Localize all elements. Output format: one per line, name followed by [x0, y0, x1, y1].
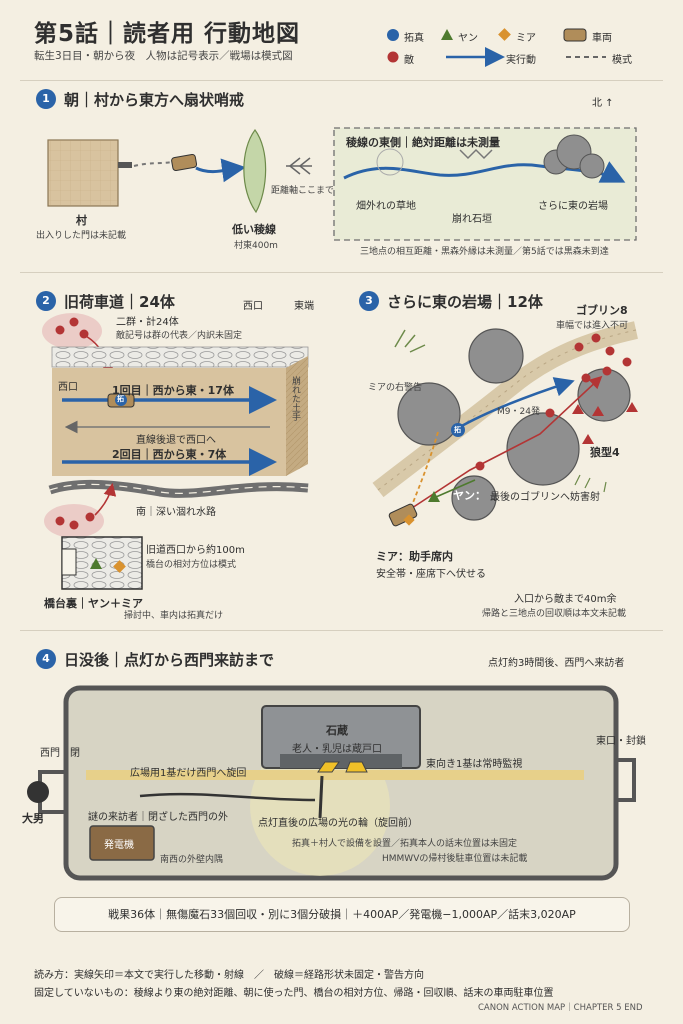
light-ring-label: 点灯直後の広場の光の輪（旋回前） — [258, 818, 418, 829]
legend-mia: ミア — [516, 33, 536, 44]
bridge-distance-note: 旧道西口から約100m — [146, 545, 245, 556]
mia-label: ミア：助手席内 — [376, 550, 453, 563]
legend-schematic: 模式 — [612, 55, 632, 66]
bridge-label: 橋台裏｜ヤン＋ミア — [44, 597, 143, 610]
north-indicator: 北 ↑ — [592, 98, 614, 109]
west-gate-label: 西門 閉 — [40, 748, 80, 759]
east-gate-label: 東口・封鎖 — [596, 736, 646, 747]
section-3-footnote-2: 帰路と三地点の回収順は本文未記載 — [482, 609, 627, 619]
page-title: 第5話｜読者用 行動地図 — [34, 21, 301, 47]
storehouse-note: 老人・乳児は蔵戸口 — [292, 744, 382, 755]
bridge-sub-note: 掃討中、車内は拓真だけ — [124, 611, 224, 621]
canal-label: 南｜深い涸れ水路 — [136, 507, 216, 518]
enemy-group-note: 敵記号は群の代表／内訳未固定 — [116, 331, 243, 341]
section-2-title: 旧荷車道｜24体 — [64, 293, 175, 311]
divider — [20, 272, 663, 273]
section-1-number: 1 — [36, 89, 56, 109]
page-subtitle: 転生3日目・朝から夜 人物は記号表示／戦場は模式図 — [34, 50, 293, 62]
legend-actual: 実行動 — [506, 55, 536, 66]
section-4-number: 4 — [36, 649, 56, 669]
footer-end-mark: CANON ACTION MAP｜CHAPTER 5 END — [478, 1003, 643, 1013]
field-label: 畑外れの草地 — [356, 201, 416, 212]
enemy-group-label: 二群・計24体 — [116, 317, 179, 328]
village-label: 村 — [76, 214, 87, 227]
legend-yan: ヤン — [458, 33, 478, 44]
legend-markers — [387, 28, 606, 67]
results-summary: 戦果36体｜無傷魔石33個回収・別に3個分破損｜＋400AP／発電機−1,000… — [54, 897, 630, 932]
west-label: 西口 — [243, 301, 263, 312]
generator-note: 南西の外壁内隅 — [160, 855, 224, 865]
east-end-label: 東端 — [294, 301, 314, 312]
storehouse-label: 石蔵 — [326, 724, 348, 737]
legend-vehicle: 車両 — [592, 33, 612, 44]
bank-label: 崩れた土手 — [290, 376, 300, 421]
goblin-note: 車幅では進入不可 — [556, 321, 629, 331]
stone-wall-label: 崩れ石垣 — [452, 214, 492, 225]
setup-note: 拓真＋村人で設備を設置／拓真本人の話末位置は未固定 — [292, 839, 518, 849]
divider — [20, 630, 663, 631]
yan-note: 最後のゴブリンへ妨害射 — [490, 492, 600, 503]
takuma-tag: 拓 — [454, 426, 461, 434]
legend-enemy: 敵 — [404, 55, 414, 66]
hmmwv-note: HMMWVの帰村後駐車位置は未記載 — [382, 854, 528, 864]
goblin-label: ゴブリン8 — [576, 304, 628, 317]
east-area-title: 稜線の東側｜絶対距離は未測量 — [346, 136, 500, 149]
bridge-direction-note: 橋台の相対方位は模式 — [146, 560, 237, 570]
ridge-note: 村東400m — [234, 241, 278, 251]
run-2-label: 2回目｜西から東・7体 — [112, 448, 227, 461]
big-man-label: 大男 — [22, 812, 44, 825]
section-3-footnote-1: 入口から敵まで40m余 — [514, 594, 617, 605]
yan-label: ヤン： — [453, 489, 486, 502]
west-mouth-label: 西口 — [58, 382, 78, 393]
mia-note: 安全帯・座席下へ伏せる — [376, 569, 486, 580]
retreat-label: 直線後退で西口へ — [136, 435, 216, 446]
section-1-graphics — [47, 127, 637, 241]
footer-reading-guide: 読み方：実線矢印＝本文で実行した移動・射線 ／ 破線＝経路形状未固定・警告方向 — [34, 970, 424, 981]
footer-unfixed-items: 固定していないもの：稜線より東の絶対距離、朝に使った門、橋台の相対方位、帰路・回… — [34, 988, 554, 999]
section-3-title: さらに東の岩場｜12体 — [387, 293, 543, 311]
generator-label: 発電機 — [104, 840, 134, 851]
rocks-label: さらに東の岩場 — [538, 201, 608, 212]
mia-warning-label: ミアの右警告 — [368, 383, 423, 393]
ridge-label: 低い稜線 — [232, 223, 276, 236]
divider — [20, 80, 663, 81]
wolf-label: 狼型4 — [590, 446, 620, 459]
light-west-label: 広場用1基だけ西門へ旋回 — [130, 768, 247, 779]
section-2-graphics — [42, 313, 309, 590]
shot-label: M9・24発 — [497, 407, 540, 417]
distance-note: 距離軸ここまで — [271, 186, 335, 196]
section-3-number: 3 — [359, 291, 379, 311]
section-3-graphics — [372, 321, 638, 527]
section-2-number: 2 — [36, 291, 56, 311]
run-1-label: 1回目｜西から東・17体 — [112, 384, 234, 397]
section-4-graphics — [27, 685, 636, 881]
section-1-title: 朝｜村から東方へ扇状哨戒 — [64, 91, 245, 109]
village-note: 出入りした門は未記載 — [36, 231, 127, 241]
visitor-label: 謎の来訪者｜閉ざした西門の外 — [88, 812, 228, 823]
section-1-footnote: 三地点の相互距離・黒森外縁は未測量／第5話では黒森未到達 — [360, 247, 609, 257]
section-4-title: 日没後｜点灯から西門来訪まで — [64, 651, 275, 669]
time-note: 点灯約3時間後、西門へ来訪者 — [488, 658, 625, 669]
legend-takuma: 拓真 — [404, 33, 424, 44]
light-east-label: 東向き1基は常時監視 — [426, 759, 523, 770]
takuma-tag: 拓 — [117, 395, 124, 403]
